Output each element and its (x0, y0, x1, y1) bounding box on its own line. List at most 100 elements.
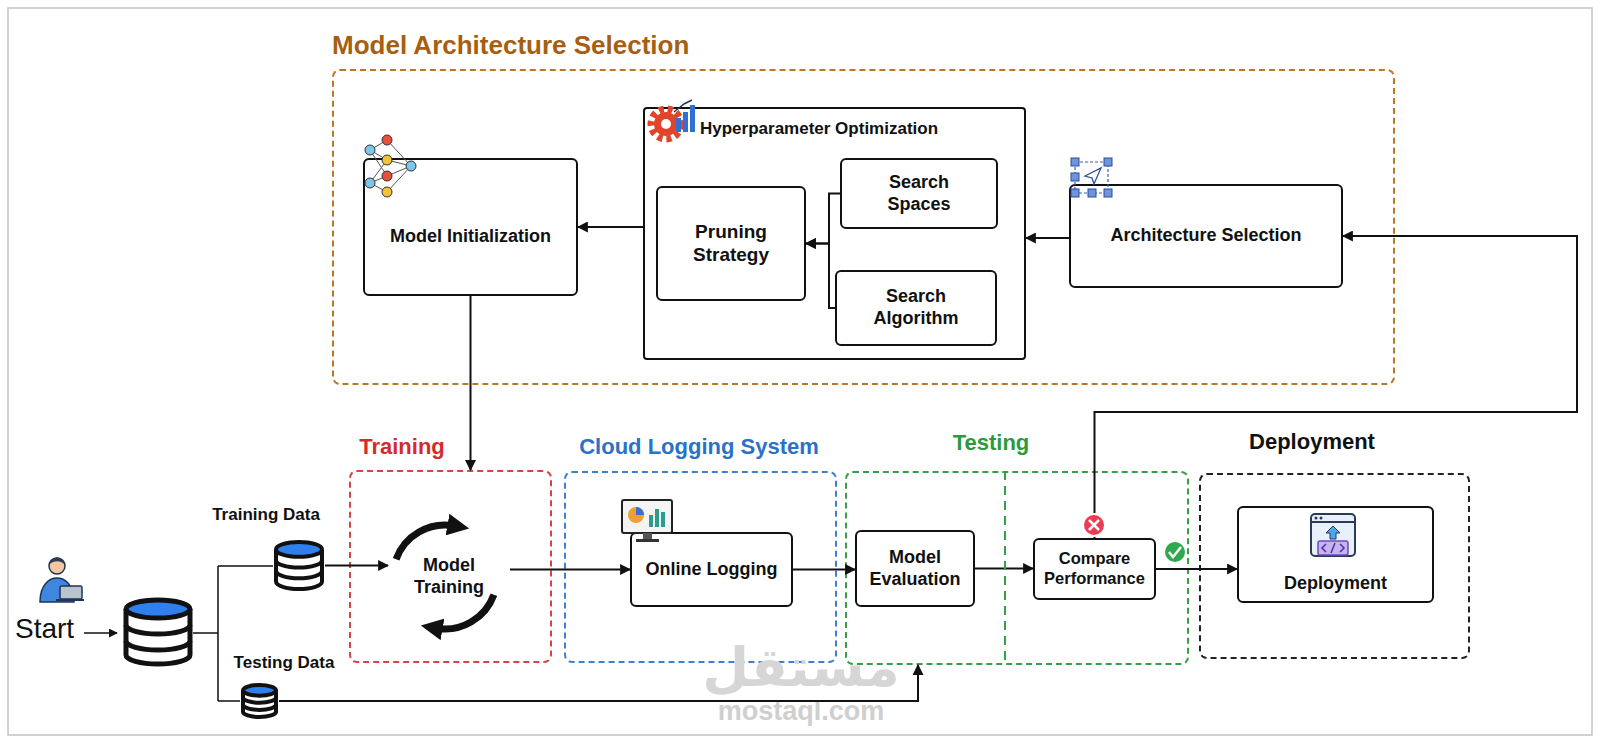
process-box: Pruning Strategy (656, 186, 806, 301)
cylinder-top (276, 542, 322, 557)
network-neuron (382, 171, 392, 181)
cylinder-band (276, 560, 322, 567)
person-head (49, 558, 65, 574)
network-neuron (382, 155, 392, 165)
cylinder-band (243, 705, 276, 710)
box-label: Compare Performance (1035, 549, 1154, 589)
cycle-arrow (396, 525, 454, 559)
chart-bar (655, 509, 659, 527)
chart-bar (690, 105, 695, 132)
chart-trend (674, 100, 692, 112)
pass-check (1169, 547, 1181, 557)
selection-frame (1075, 162, 1108, 193)
box-label: Search Algorithm (866, 286, 966, 329)
selection-handle (1088, 189, 1096, 197)
box-label: Deployment (1284, 573, 1387, 595)
pie-chart (628, 507, 644, 523)
chart-bar (649, 515, 653, 527)
group-divider (1004, 471, 1006, 665)
selection-handle (1104, 189, 1112, 197)
group-title: Deployment (1249, 429, 1375, 455)
laptop-base (56, 599, 84, 601)
group-title: Testing Data (234, 653, 335, 673)
group-title: Testing (953, 430, 1030, 456)
chart-bar (676, 118, 681, 132)
cylinder-band (276, 571, 322, 578)
process-box: Search Spaces (840, 158, 998, 229)
database-cylinder: Testing Data (240, 682, 279, 720)
network-neuron (382, 135, 392, 145)
pass-marker (1164, 541, 1186, 563)
upload-arrow (1326, 526, 1340, 539)
box-label: Architecture Selection (1110, 225, 1301, 247)
chart-bar (661, 512, 665, 527)
network-neuron (365, 145, 375, 155)
box-label: Pruning Strategy (676, 221, 786, 267)
code-box (1318, 541, 1348, 555)
person-hair (49, 558, 65, 566)
selection-handle (1071, 189, 1079, 197)
box-label: Model Initialization (390, 226, 551, 248)
database-top (126, 600, 190, 618)
chart-bar (683, 112, 688, 132)
cylinder-outline (240, 682, 279, 720)
database-band (126, 641, 190, 650)
flow-arrow (806, 194, 840, 244)
container-box: Hyperparameter OptimizationPruning Strat… (643, 107, 1026, 360)
laptop-screen (60, 586, 82, 599)
cylinder-outline (273, 539, 325, 592)
browser-window (1311, 514, 1355, 556)
pie-slice (636, 507, 644, 515)
watermark: مستقل (702, 636, 900, 701)
fail-cross (1089, 520, 1099, 530)
flow-arrow (470, 296, 472, 470)
database-band (126, 625, 190, 634)
group-title: Cloud Logging System (579, 434, 819, 460)
cylinder-band (243, 697, 276, 702)
page-frame (8, 8, 1592, 735)
monitor-screen (622, 500, 672, 533)
browser-bar (1311, 521, 1355, 523)
network-icon (365, 135, 416, 197)
gear-teeth (651, 109, 681, 139)
process-box: Online Logging (630, 532, 793, 607)
flow-arrow (806, 244, 835, 309)
group-frame: Model Architecture SelectionModel Initia… (332, 69, 1395, 385)
browser-dot (1315, 517, 1318, 520)
process-box: Architecture Selection (1069, 184, 1343, 288)
box-label: Search Spaces (869, 172, 969, 215)
browser-dot (1320, 517, 1323, 520)
process-box: Model Evaluation (855, 530, 975, 607)
flow-arrow (1026, 237, 1069, 239)
process-box: Search Algorithm (835, 270, 997, 346)
group-title: Training Data (212, 505, 320, 525)
cursor-arrow (1085, 168, 1101, 184)
fail-marker (1083, 514, 1105, 536)
flow-arrow (1095, 236, 1578, 538)
box-title: Hyperparameter Optimization (700, 119, 938, 139)
cylinder-top (243, 685, 276, 696)
network-neuron (382, 187, 392, 197)
box-label: Model Evaluation (861, 547, 969, 590)
cycle-arrow (436, 595, 494, 629)
network-neuron (406, 161, 416, 171)
monitor-stand (643, 533, 652, 539)
box-label: Model Training (404, 555, 494, 598)
group-frame: DeploymentDeployment (1199, 473, 1470, 659)
selection-handle (1071, 173, 1079, 181)
code-brackets (1322, 543, 1344, 553)
flow-arrow (325, 565, 388, 567)
split-wire (193, 566, 273, 701)
flow-arrow (510, 569, 630, 571)
gear-hole (661, 119, 671, 129)
start-label: Start (15, 612, 74, 646)
flow-arrow (279, 665, 918, 701)
selection-handle (1104, 158, 1112, 166)
flow-arrow (793, 569, 855, 571)
flow-arrow (1156, 568, 1237, 570)
process-box: Compare Performance (1033, 538, 1156, 600)
